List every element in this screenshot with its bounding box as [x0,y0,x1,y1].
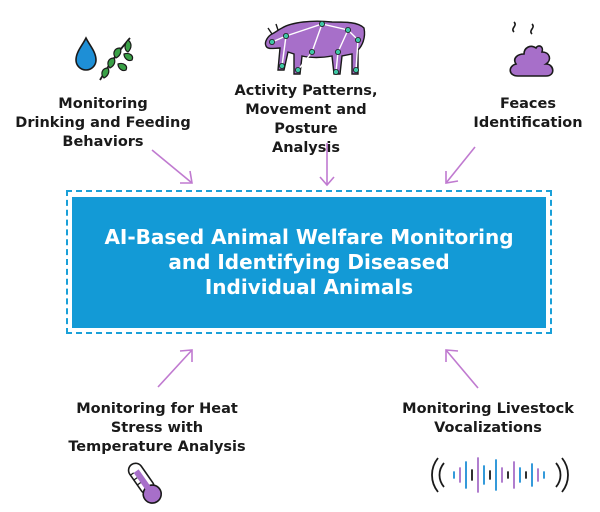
node-label-vocalizations: Monitoring Livestock Vocalizations [402,401,574,436]
node-label-feces: Feaces Identification [473,96,583,131]
center-box: AI-Based Animal Welfare Monitoring and I… [72,197,546,328]
center-title: AI-Based Animal Welfare Monitoring and I… [104,225,514,299]
node-label-heat-stress: Monitoring for Heat Stress with Temperat… [68,401,246,455]
arrow-heat-stress [157,349,193,388]
center-box-dashed-border [66,190,552,334]
arrow-feces [445,146,476,184]
arrow-vocalizations [445,349,479,389]
arrow-drinking-feeding [151,149,193,184]
sound-wave-icon [431,457,569,493]
node-label-activity: Activity Patterns, Movement and Posture … [234,83,378,156]
thermometer-icon [127,462,163,504]
water-drop-and-wheat-icon [75,36,134,81]
feces-icon [509,21,554,77]
arrow-activity [319,143,335,187]
node-label-drinking-feeding: Monitoring Drinking and Feeding Behavior… [15,96,191,150]
cow-pose-icon [264,20,366,76]
